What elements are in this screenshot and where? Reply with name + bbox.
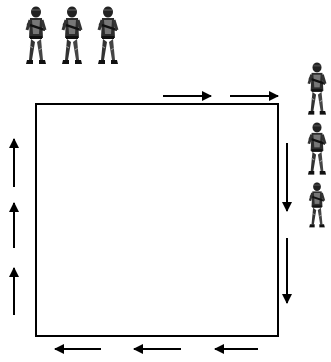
soldier-figure-icon bbox=[307, 182, 327, 229]
soldier-figure-icon bbox=[306, 122, 328, 177]
soldier-figure-icon bbox=[60, 6, 84, 66]
soldier-group-right bbox=[306, 62, 328, 229]
square bbox=[35, 103, 279, 337]
soldier-figure-icon bbox=[306, 62, 328, 117]
soldier-figure-icon bbox=[24, 6, 48, 66]
soldier-figure-icon bbox=[96, 6, 120, 66]
soldier-group-top bbox=[24, 6, 120, 66]
